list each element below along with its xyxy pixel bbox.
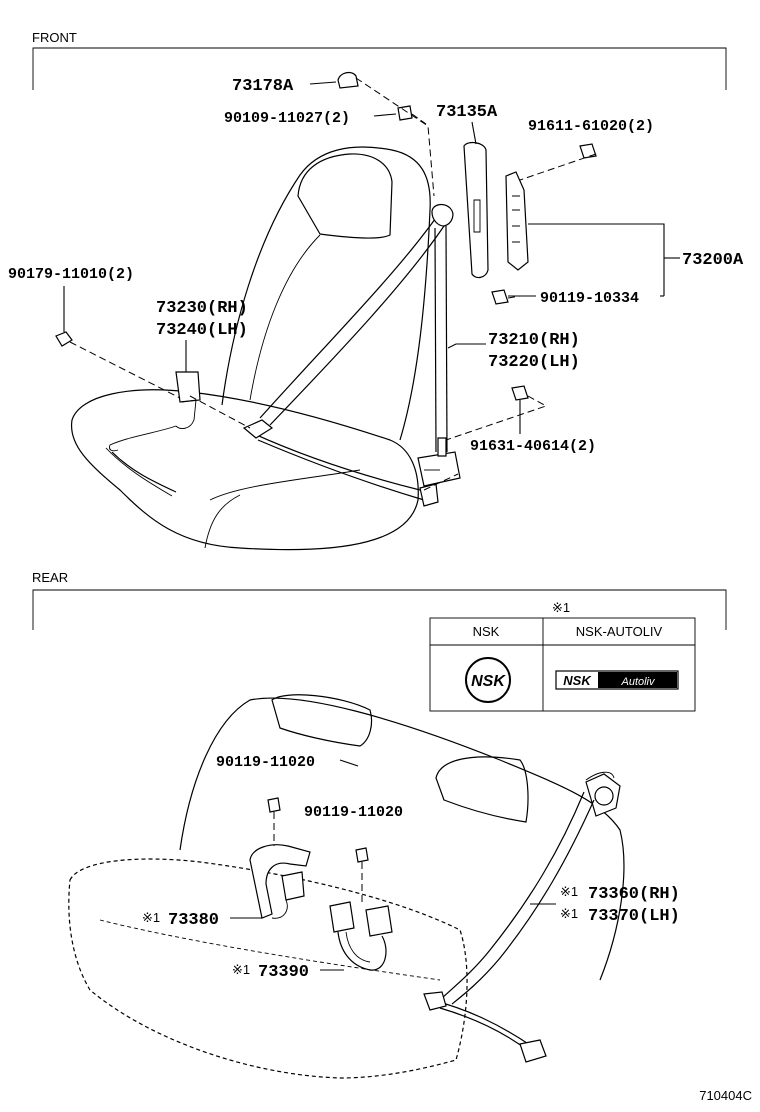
rear-section-bracket <box>32 589 727 630</box>
label-91631-40614: 91631-40614(2) <box>470 438 596 455</box>
front-seat-illustration <box>70 146 431 551</box>
label-73210: 73210(RH) <box>488 331 580 350</box>
rear-seat-illustration <box>68 694 625 1079</box>
label-73370: 73370(LH) <box>588 907 680 926</box>
bolt-91611-part <box>579 143 597 159</box>
label-90109-11027: 90109-11027(2) <box>224 110 350 127</box>
label-73240: 73240(LH) <box>156 321 248 340</box>
label-73380: 73380 <box>168 911 219 930</box>
legend-header-nsk-autoliv: NSK-AUTOLIV <box>576 624 663 639</box>
bolt-90119-10334-part <box>491 289 509 305</box>
bolt-91631-part <box>511 385 529 401</box>
rear-labels: 90119-11020 90119-11020 ※1 73380 ※1 7339… <box>142 754 680 982</box>
label-90179-11010: 90179-11010(2) <box>8 266 134 283</box>
label-90119-11020-a: 90119-11020 <box>216 754 315 771</box>
bolt-90119-11020-b-part <box>355 847 369 863</box>
label-73370-mark: ※1 <box>560 906 578 921</box>
svg-text:Autoliv: Autoliv <box>620 676 656 688</box>
front-section-bracket <box>32 47 727 90</box>
legend-header-nsk: NSK <box>473 624 500 639</box>
label-73390-mark: ※1 <box>232 962 250 977</box>
nsk-autoliv-logo: NSK Autoliv <box>555 670 679 690</box>
rear-center-buckles <box>249 797 393 971</box>
nut-90179-part <box>55 331 73 347</box>
bolt-90109-part <box>397 105 413 121</box>
rear-outer-belt <box>423 771 621 1063</box>
label-73390: 73390 <box>258 963 309 982</box>
svg-text:NSK: NSK <box>563 673 592 688</box>
bolt-90119-11020-a-part <box>267 797 281 813</box>
label-73220: 73220(LH) <box>488 353 580 372</box>
label-73360-mark: ※1 <box>560 884 578 899</box>
front-install-lines <box>69 77 597 491</box>
label-73230: 73230(RH) <box>156 299 248 318</box>
cover-73135a-part <box>463 141 489 279</box>
adjuster-73200a-part <box>505 171 529 271</box>
label-73380-mark: ※1 <box>142 910 160 925</box>
figure-code: 710404C <box>699 1088 752 1103</box>
legend-table: ※1 NSK NSK-AUTOLIV NSK NSK Autoliv <box>429 600 696 712</box>
label-73135a: 73135A <box>436 103 498 122</box>
section-label-front: FRONT <box>32 30 77 45</box>
cover-73178a-part <box>337 71 359 89</box>
label-91611-61020: 91611-61020(2) <box>528 118 654 135</box>
label-73360: 73360(RH) <box>588 885 680 904</box>
label-73200a: 73200A <box>682 251 744 270</box>
label-90119-10334: 90119-10334 <box>540 290 639 307</box>
nsk-logo: NSK <box>465 657 511 703</box>
front-belt-webbing <box>242 203 461 507</box>
rear-install-lines <box>273 812 363 904</box>
legend-note-mark: ※1 <box>552 600 570 615</box>
label-73178a: 73178A <box>232 77 294 96</box>
section-label-rear: REAR <box>32 570 68 585</box>
svg-text:NSK: NSK <box>471 673 506 690</box>
front-labels: 73178A 90109-11027(2) 73135A 91611-61020… <box>8 77 744 455</box>
front-buckle <box>105 371 201 497</box>
front-small-parts <box>55 71 597 401</box>
label-90119-11020-b: 90119-11020 <box>304 804 403 821</box>
